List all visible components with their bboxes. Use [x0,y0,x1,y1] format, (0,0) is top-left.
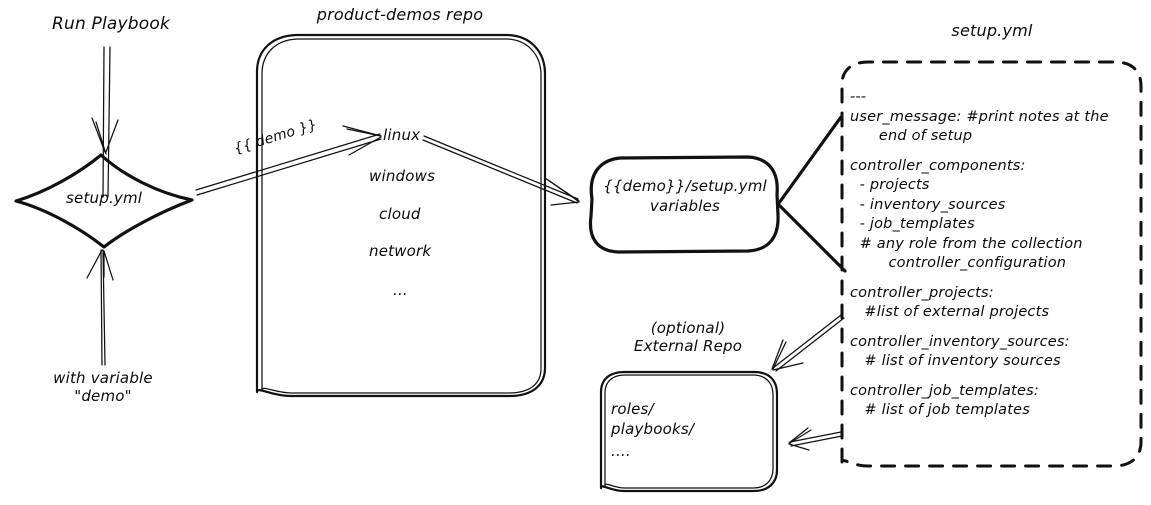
setup-yml-line [850,274,1109,284]
setup-yml-line [850,147,1109,157]
with-variable-arrow [86,249,114,366]
variables-box-line1: {{demo}}/setup.yml [603,177,767,195]
repo-item-cloud: cloud [379,205,421,223]
setup-yml-decision-label: setup.yml [66,189,143,207]
setup-yml-line: # any role from the collection [850,235,1083,252]
repo-item-network: network [369,242,432,260]
setup-yml-line: controller_configuration [850,255,1067,271]
setup-yml-line [850,323,1109,333]
external-repo-item-roles: roles/ [611,400,654,418]
run-playbook-label: Run Playbook [51,14,171,34]
run-playbook-arrow [91,46,119,198]
repo-item-ellipsis: ... [393,281,408,299]
setup-yml-line: user_message: #print notes at the [850,108,1109,125]
setup-yml-line: - projects [850,177,930,193]
setup-yml-file-title: setup.yml [951,21,1033,40]
controller-job-templates-arrow [788,427,843,451]
setup-yml-line: #list of external projects [850,304,1050,320]
setup-yml-decision-shape [14,153,194,249]
external-repo-shape [599,370,779,493]
setup-yml-line: # list of job templates [850,402,1030,418]
setup-yml-dashed-shape [840,60,1143,468]
variables-box-shape [588,155,780,254]
repo-item-linux: linux [383,126,421,144]
setup-yml-line: - job_templates [850,216,975,232]
with-variable-label: with variable "demo" [53,369,153,405]
external-repo-item-ellipsis: .... [611,442,631,460]
setup-yml-line: controller_components: [850,157,1026,174]
setup-yml-line: --- [850,89,867,105]
linux-to-variables-arrow [422,135,580,206]
repo-item-windows: windows [369,167,436,185]
controller-projects-arrow [771,314,845,372]
setup-yml-line: end of setup [850,128,973,144]
external-repo-item-playbooks: playbooks/ [611,420,695,438]
setup-yml-line: controller_projects: [850,284,994,301]
variables-box-line2: variables [649,197,721,215]
product-demos-repo-title: product-demos repo [316,5,484,24]
setup-yml-line: # list of inventory sources [850,353,1061,369]
product-demos-repo-shape [255,33,547,398]
setup-yml-line [850,372,1109,382]
setup-yml-line: controller_job_templates: [850,382,1039,399]
demo-variable-arrow [195,125,382,196]
setup-yml-line: controller_inventory_sources: [850,333,1070,350]
setup-yml-to-variables-lines [777,115,847,273]
external-repo-title: (optional) External Repo [633,319,743,355]
setup-yml-line: - inventory_sources [850,196,1006,213]
setup-yml-contents: --- user_message: #print notes at the end… [850,88,1109,421]
